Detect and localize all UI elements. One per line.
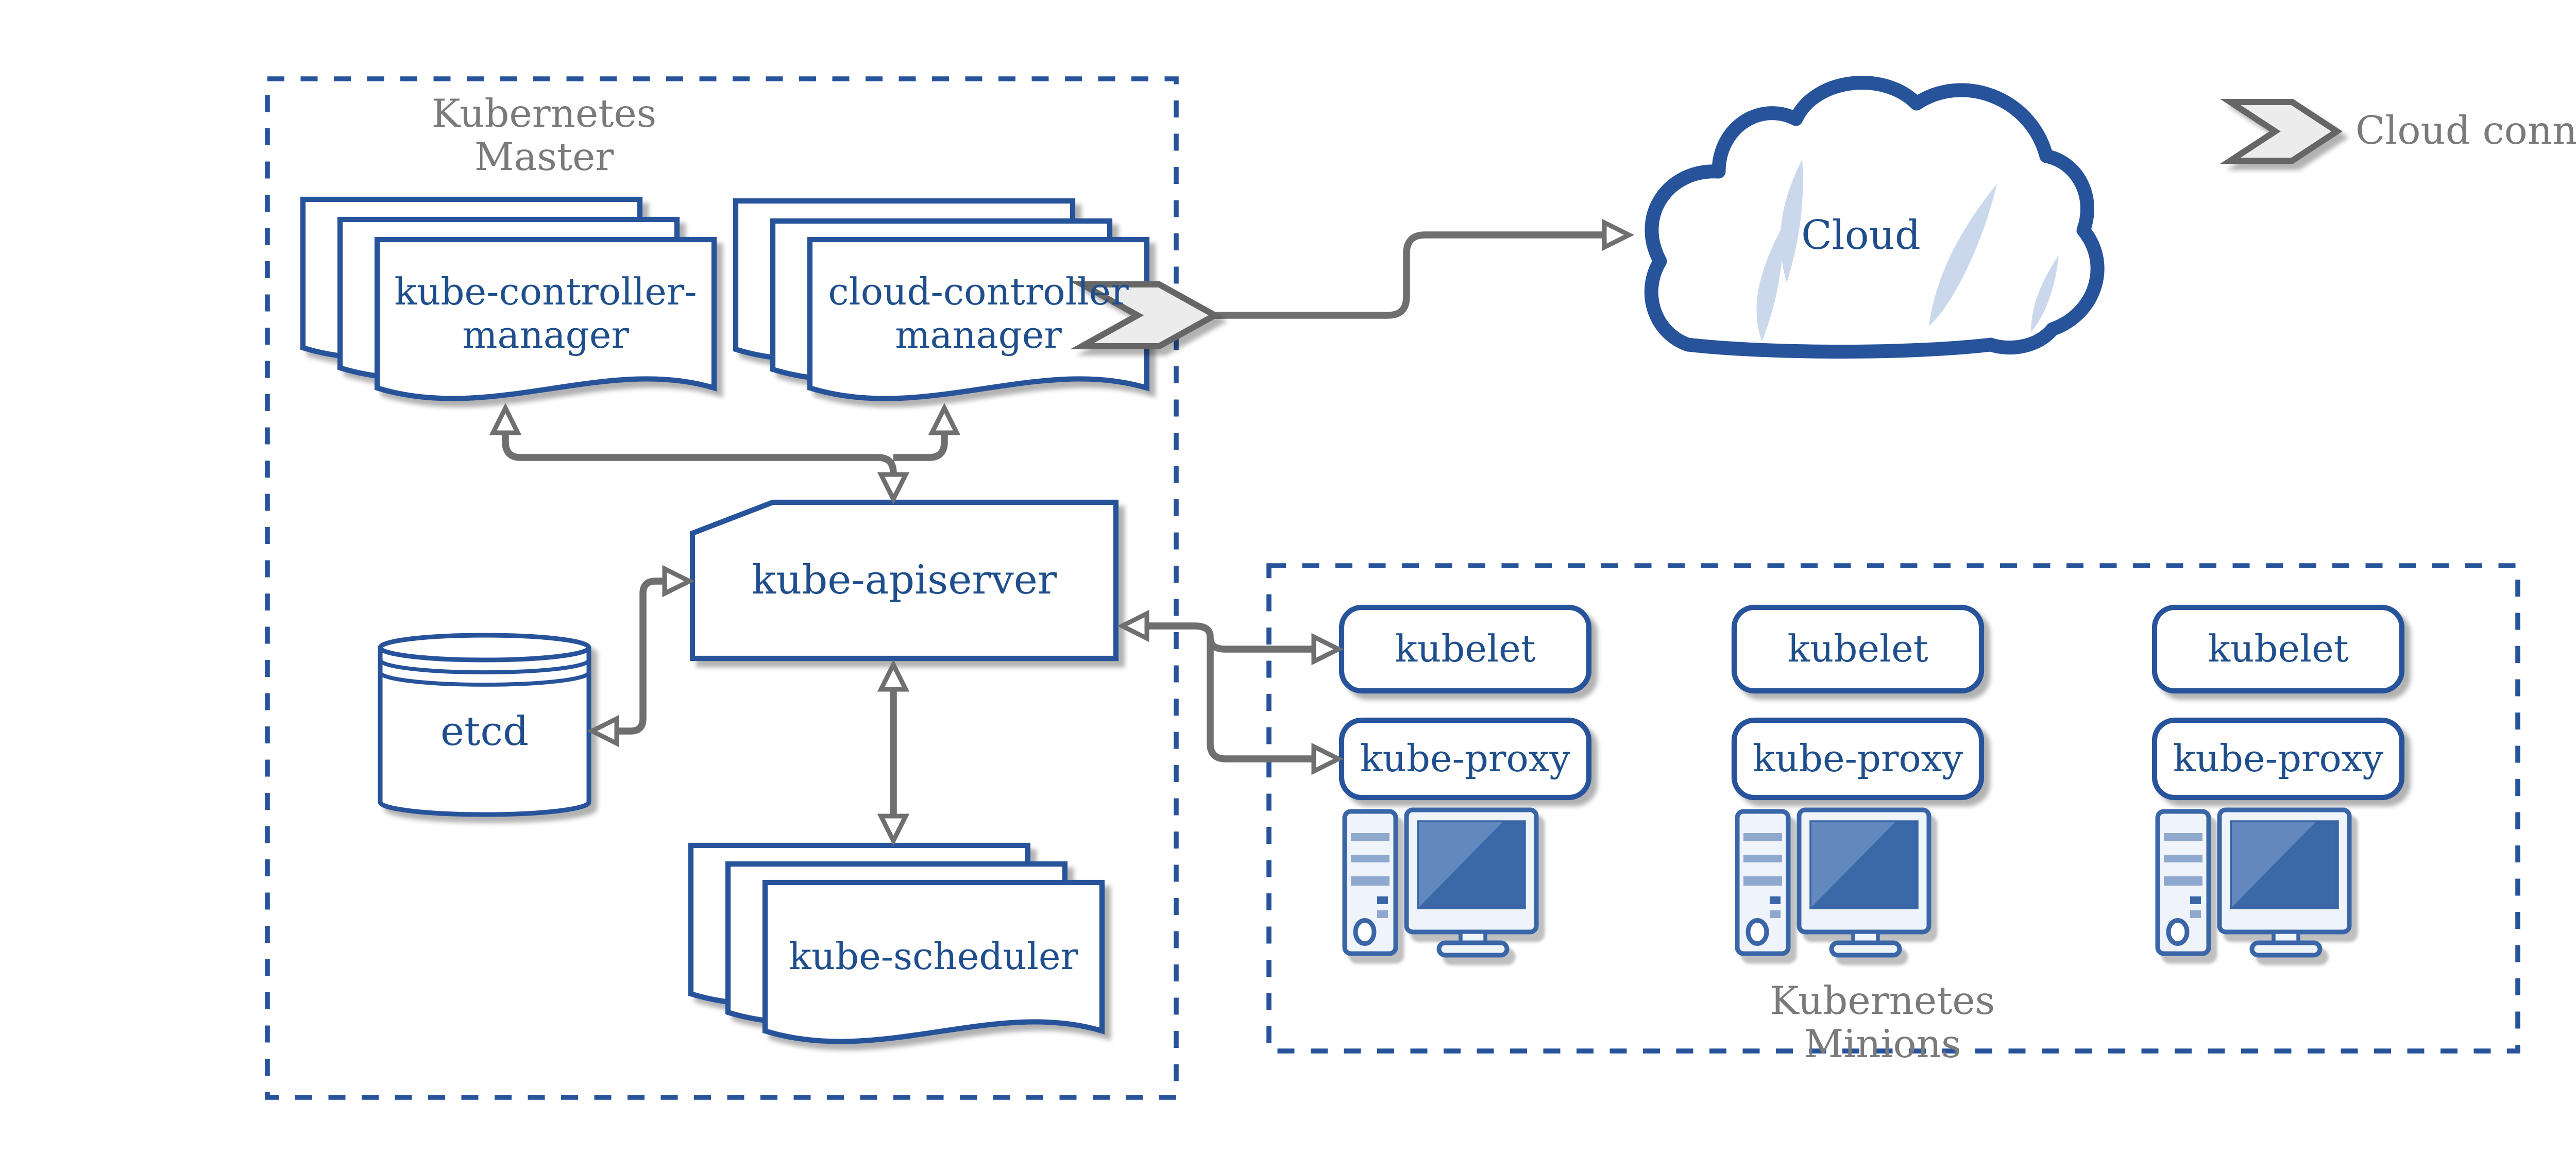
kube-controller-manager-line1: kube-controller- [394, 270, 697, 314]
minions-title-line2: Minions [1804, 1022, 1961, 1066]
node-computer-icon-1 [1345, 810, 1536, 955]
kube-proxy-label-2: kube-proxy [1752, 737, 1963, 781]
legend-chevron-icon [2219, 99, 2343, 164]
kubelet-label-3: kubelet [2208, 628, 2349, 671]
legend-label: Cloud connector [2355, 108, 2576, 153]
node-computer-icon-3 [2158, 810, 2349, 955]
minions-title-line1: Kubernetes [1770, 978, 1995, 1023]
kubelet-label-2: kubelet [1787, 628, 1928, 671]
kube-scheduler-label: kube-scheduler [789, 935, 1078, 978]
kubelet-box-2 [1731, 604, 1985, 694]
cloud-controller-manager-line2: manager [895, 314, 1062, 357]
kube-proxy-box-2 [1731, 717, 1985, 801]
master-title: Kubernetes Master [297, 91, 791, 179]
kube-controller-manager-stack-icon [300, 196, 717, 401]
arrow-etcd-apiserver [586, 565, 695, 748]
cloud-shape [1644, 76, 2105, 359]
kube-controller-manager-line2: manager [462, 314, 629, 357]
kube-proxy-label-3: kube-proxy [2173, 737, 2384, 781]
arrow-apiserver-scheduler [877, 659, 910, 846]
minions-title: Kubernetes Minions [1635, 978, 2130, 1066]
node-computer-icon-2 [1737, 810, 1929, 955]
cloud-label: Cloud [1801, 212, 1921, 259]
arrow-apiserver-kube-proxy [1207, 638, 1344, 775]
minions-boundary [1266, 563, 2520, 1054]
arrow-controllers-to-apiserver [489, 402, 961, 505]
cloud-connector-icon [1070, 281, 1222, 349]
kube-apiserver-label: kube-apiserver [751, 557, 1057, 604]
kube-proxy-label-1: kube-proxy [1360, 737, 1571, 781]
etcd-database-icon [378, 633, 591, 817]
master-title-line2: Master [474, 134, 614, 179]
kube-scheduler-stack-icon [688, 842, 1105, 1044]
kubelet-label-1: kubelet [1395, 628, 1536, 671]
kubelet-box-3 [2151, 604, 2405, 694]
minion-column-1 [1338, 604, 1592, 955]
minion-column-2 [1731, 604, 1985, 955]
cloud-controller-manager-stack-icon [733, 198, 1150, 401]
cloud-controller-manager-line1: cloud-controller [828, 270, 1129, 314]
kube-proxy-box-3 [2151, 717, 2405, 801]
master-title-line1: Kubernetes [431, 91, 657, 136]
arrow-apiserver-kubelet [1116, 609, 1344, 666]
arrow-chevron-to-cloud [1215, 218, 1635, 319]
kube-apiserver-shape [689, 499, 1119, 662]
minion-column-3 [2151, 604, 2405, 955]
cloud-shading-slashes [1756, 159, 2059, 342]
etcd-label: etcd [440, 709, 529, 756]
kube-controller-manager-label: kube-controller- manager [377, 240, 714, 388]
cloud-controller-manager-label: cloud-controller manager [810, 240, 1147, 388]
